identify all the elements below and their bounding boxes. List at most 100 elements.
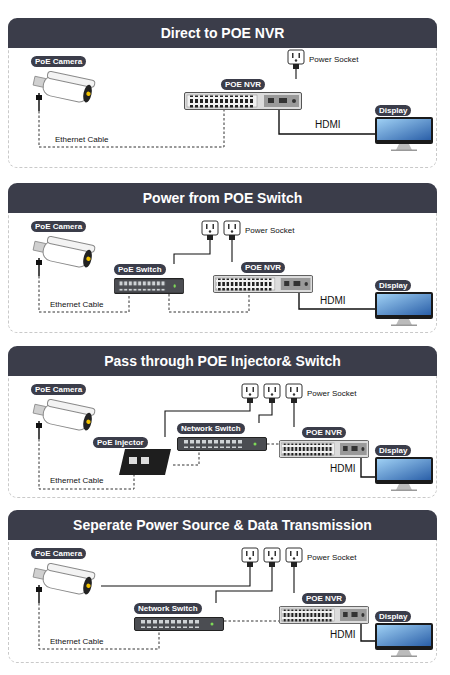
power-cord — [259, 405, 272, 423]
ethernet-cable — [173, 451, 199, 465]
device-tag: POE NVR — [302, 427, 346, 438]
socket-picture — [242, 384, 258, 405]
power-socket-node: Power Socket — [285, 49, 375, 71]
device-tag: POE NVR — [241, 262, 285, 273]
section-panel: Direct to POE NVR PoE CameraPOE NVR Power … — [8, 18, 437, 168]
power-cord — [165, 405, 250, 437]
device-tag: PoE Camera — [31, 384, 86, 395]
cable-label: HDMI — [329, 629, 357, 641]
camera-node: PoE Camera — [31, 548, 101, 603]
socket-picture — [286, 548, 302, 569]
nvr-node: POE NVR — [184, 79, 302, 110]
device-label: Power Socket — [245, 226, 294, 236]
switch-node: PoE Switch — [114, 264, 184, 294]
nvr-node: POE NVR — [279, 427, 369, 458]
socket-picture — [264, 548, 280, 569]
device-tag: Display — [375, 105, 411, 116]
socket-picture — [224, 221, 240, 242]
power-cord — [231, 242, 232, 262]
device-tag: PoE Switch — [114, 264, 166, 275]
injector-node: PoE Injector — [93, 437, 173, 475]
hdmi-cable — [279, 110, 375, 134]
switch-picture — [135, 618, 224, 631]
cable-label: Ethernet Cable — [54, 135, 109, 144]
device-tag: Network Switch — [134, 603, 202, 614]
device-tag: PoE Camera — [31, 221, 86, 232]
device-tag: PoE Camera — [31, 548, 86, 559]
display-picture — [375, 117, 433, 151]
device-tag: POE NVR — [302, 593, 346, 604]
cable-label: HDMI — [319, 295, 347, 307]
display-node: Display — [375, 611, 433, 657]
cable-label: Ethernet Cable — [49, 637, 104, 646]
hdmi-cable — [361, 458, 375, 477]
camera-picture — [32, 560, 96, 603]
ethernet-cable — [169, 293, 249, 312]
socket-picture — [286, 384, 302, 405]
cable-label: HDMI — [314, 119, 342, 131]
display-picture — [375, 623, 433, 657]
ethernet-cable — [224, 621, 279, 622]
device-tag: Display — [375, 280, 411, 291]
hdmi-cable — [361, 624, 375, 641]
display-picture — [375, 457, 433, 491]
nvr-node: POE NVR — [279, 593, 369, 624]
switch-node: Network Switch — [134, 603, 224, 631]
power-socket-node: Power Socket — [239, 547, 369, 569]
display-picture — [375, 292, 433, 326]
hdmi-cable — [299, 293, 375, 309]
device-tag: POE NVR — [221, 79, 265, 90]
switch-picture — [114, 279, 183, 294]
nvr-picture — [279, 607, 368, 624]
device-tag: PoE Camera — [31, 56, 86, 67]
power-cord — [216, 569, 272, 603]
power-cord — [295, 71, 296, 79]
injector-picture — [119, 449, 171, 475]
power-cord — [174, 242, 210, 264]
device-label: Power Socket — [309, 55, 358, 65]
ethernet-cable — [267, 444, 279, 445]
ethernet-cable — [39, 276, 129, 312]
nvr-node: POE NVR — [213, 262, 313, 293]
device-tag: PoE Injector — [93, 437, 148, 448]
camera-picture — [32, 68, 96, 111]
display-node: Display — [375, 105, 433, 151]
nvr-picture — [213, 276, 312, 293]
socket-picture — [264, 384, 280, 405]
section-panel: Power from POE SwitchPoE CameraPoE Switc… — [8, 183, 437, 333]
display-node: Display — [375, 445, 433, 491]
device-label: Power Socket — [307, 553, 356, 563]
cable-label: HDMI — [329, 463, 357, 475]
section-heading: Power from POE Switch — [8, 183, 437, 213]
device-tag: Network Switch — [177, 423, 245, 434]
cable-label: Ethernet Cable — [49, 476, 104, 485]
section-heading: Pass through POE Injector& Switch — [8, 346, 437, 376]
switch-picture — [178, 438, 267, 451]
section-heading: Direct to POE NVR — [8, 18, 437, 48]
section-heading: Seperate Power Source & Data Transmissio… — [8, 510, 437, 540]
device-tag: Display — [375, 611, 411, 622]
power-cord — [101, 569, 250, 586]
camera-picture — [32, 396, 96, 439]
power-socket-node: Power Socket — [199, 220, 309, 242]
socket-picture — [202, 221, 218, 242]
switch-node: Network Switch — [177, 423, 267, 451]
cable-label: Ethernet Cable — [49, 300, 104, 309]
power-cord — [293, 569, 294, 593]
camera-node: PoE Camera — [31, 56, 101, 111]
ethernet-cable — [39, 110, 224, 147]
socket-picture — [288, 50, 304, 71]
camera-node: PoE Camera — [31, 384, 101, 439]
device-tag: Display — [375, 445, 411, 456]
nvr-picture — [279, 441, 368, 458]
camera-node: PoE Camera — [31, 221, 101, 276]
camera-picture — [32, 233, 96, 276]
display-node: Display — [375, 280, 433, 326]
power-cord — [293, 405, 294, 427]
socket-picture — [242, 548, 258, 569]
device-label: Power Socket — [307, 389, 356, 399]
power-socket-node: Power Socket — [239, 383, 369, 405]
